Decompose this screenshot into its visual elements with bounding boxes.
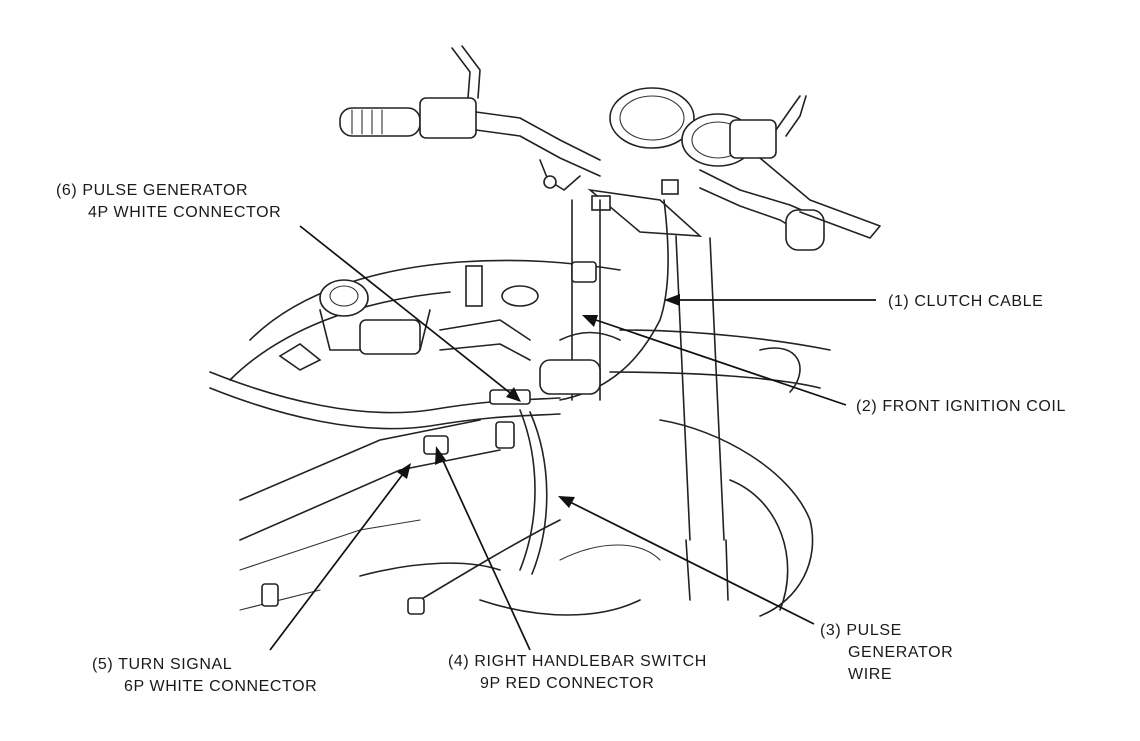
arrow-pulse-generator-connector	[506, 387, 521, 402]
arrow-clutch-cable	[664, 294, 680, 306]
frame-outline	[229, 259, 831, 617]
callout-right-handlebar-switch: (4) RIGHT HANDLEBAR SWITCH 9P RED CONNEC…	[448, 651, 707, 695]
leader-line-pulse-generator-connector	[299, 225, 515, 397]
callout-pulse-generator-wire-line2: GENERATOR	[848, 644, 954, 661]
callout-pulse-generator-wire-line1: (3) PULSE	[820, 622, 902, 639]
callout-front-ignition-coil-line1: (2) FRONT IGNITION COIL	[856, 398, 1066, 415]
callout-right-handlebar-switch-line1: (4) RIGHT HANDLEBAR SWITCH	[448, 653, 707, 670]
callout-clutch-cable-line1: (1) CLUTCH CABLE	[888, 293, 1044, 310]
callout-front-ignition-coil: (2) FRONT IGNITION COIL	[856, 396, 1066, 418]
left-handlebar-grip	[339, 45, 601, 177]
leader-line-front-ignition-coil	[589, 317, 847, 406]
leader-line-right-handlebar-switch	[439, 453, 531, 651]
callout-pulse-generator-connector-line1: (6) PULSE GENERATOR	[56, 182, 249, 199]
callout-pulse-generator-connector-line2: 4P WHITE CONNECTOR	[88, 204, 282, 221]
engine-components	[278, 265, 539, 371]
arrow-right-handlebar-switch	[435, 446, 446, 465]
callout-turn-signal-connector-line1: (5) TURN SIGNAL	[92, 656, 233, 673]
callout-clutch-cable: (1) CLUTCH CABLE	[888, 291, 1043, 313]
leader-line-pulse-generator-wire	[565, 499, 815, 625]
arrow-pulse-generator-wire	[558, 496, 575, 508]
callout-pulse-generator-wire: (3) PULSE GENERATOR WIRE	[820, 620, 953, 686]
callout-pulse-generator-wire-line3: WIRE	[848, 666, 893, 683]
right-handlebar-grip	[699, 95, 881, 251]
callout-turn-signal-connector: (5) TURN SIGNAL 6P WHITE CONNECTOR	[92, 654, 317, 698]
callout-turn-signal-connector-line2: 6P WHITE CONNECTOR	[124, 678, 318, 695]
arrow-turn-signal-connector	[397, 463, 411, 479]
leader-line-turn-signal-connector	[269, 469, 407, 651]
callout-right-handlebar-switch-line2: 9P RED CONNECTOR	[480, 675, 655, 692]
callout-pulse-generator-connector: (6) PULSE GENERATOR 4P WHITE CONNECTOR	[56, 180, 281, 224]
callout-leader-lines	[269, 225, 876, 651]
arrow-front-ignition-coil	[582, 315, 598, 327]
